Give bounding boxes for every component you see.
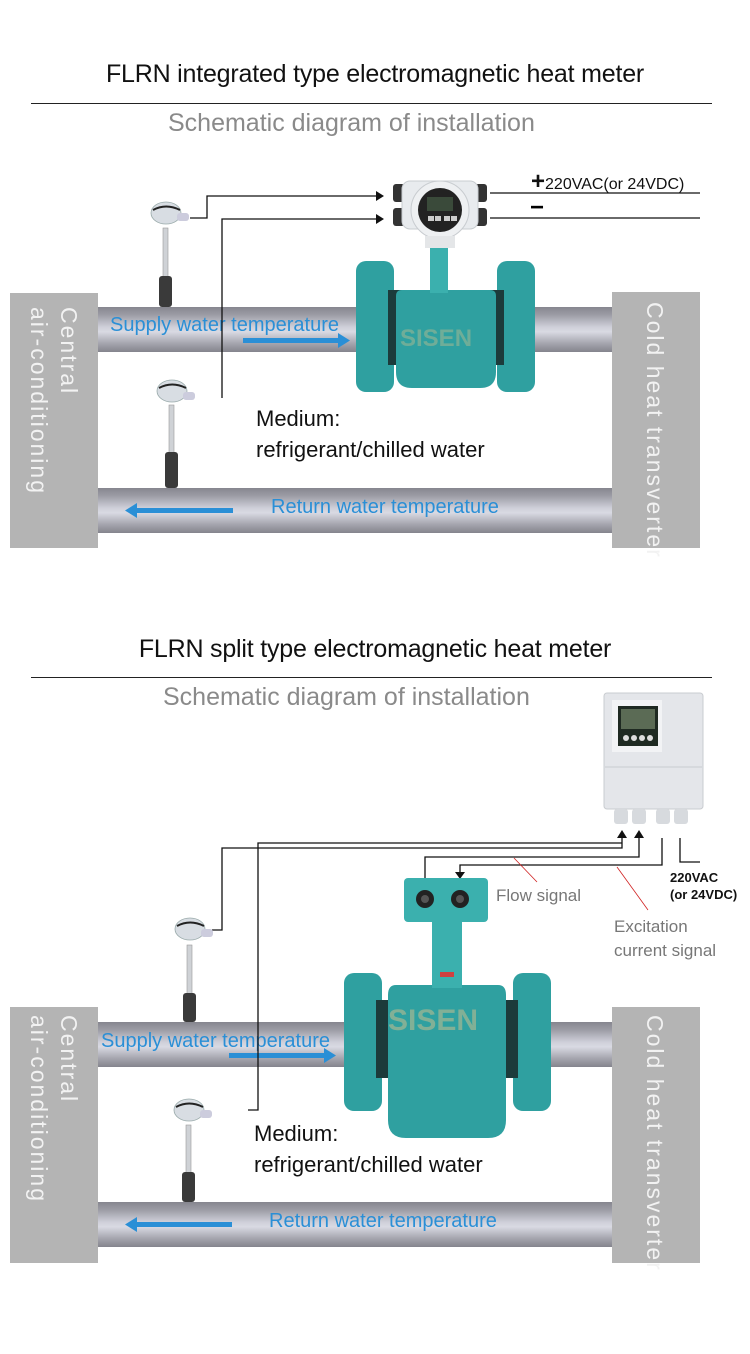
excitation-signal-label: Excitation current signal bbox=[614, 915, 716, 963]
watermark-2: SISEN bbox=[388, 1004, 478, 1037]
medium-label: Medium: refrigerant/chilled water bbox=[256, 403, 485, 465]
medium-title-2: Medium: bbox=[254, 1121, 339, 1146]
supply-water-label-2: Supply water temperature bbox=[101, 1030, 331, 1052]
wire-arrow-1 bbox=[376, 191, 384, 201]
signal-wires-2 bbox=[212, 838, 700, 1111]
temperature-sensor-return bbox=[156, 379, 195, 488]
section1-diagram: SISEN bbox=[125, 180, 700, 518]
central-ac-label-2: Central air-conditioning bbox=[26, 1015, 82, 1203]
wire-arrow-a bbox=[617, 830, 627, 838]
temperature-sensor-return-2 bbox=[173, 1098, 212, 1202]
integrated-heat-meter bbox=[356, 180, 535, 392]
medium-label-2: Medium: refrigerant/chilled water bbox=[254, 1118, 483, 1180]
central-ac-label: Central air-conditioning bbox=[26, 307, 82, 495]
wire-arrow-c bbox=[455, 872, 465, 879]
split-flow-sensor bbox=[344, 878, 551, 1138]
supply-flow-arrow bbox=[243, 333, 350, 348]
medium-title: Medium: bbox=[256, 406, 341, 431]
minus-icon: − bbox=[530, 194, 545, 221]
power-label: +220VAC(or 24VDC) bbox=[531, 168, 684, 196]
temperature-sensor-supply-2 bbox=[174, 917, 213, 1022]
return-flow-arrow-2 bbox=[125, 1217, 232, 1232]
flow-signal-label: Flow signal bbox=[496, 886, 582, 905]
power-value: 220VAC(or 24VDC) bbox=[545, 176, 685, 193]
return-water-label-2: Return water temperature bbox=[269, 1210, 497, 1232]
signal-wires bbox=[190, 192, 700, 398]
wire-arrow-2 bbox=[376, 214, 384, 224]
split-converter bbox=[603, 692, 704, 824]
wire-arrow-b bbox=[634, 830, 644, 838]
flow-signal-leader bbox=[513, 857, 538, 883]
watermark-1: SISEN bbox=[400, 325, 472, 352]
cold-heat-transverter-block-2: Cold heat transverter bbox=[612, 1007, 700, 1272]
excitation-leader bbox=[616, 866, 649, 911]
section1-divider bbox=[31, 103, 712, 104]
medium-value-2: refrigerant/chilled water bbox=[254, 1152, 483, 1177]
section2-subtitle: Schematic diagram of installation bbox=[163, 683, 530, 711]
supply-flow-arrow-2 bbox=[229, 1048, 336, 1063]
section2-divider bbox=[31, 677, 712, 678]
cold-heat-transverter-label: Cold heat transverter bbox=[642, 302, 668, 559]
section1-subtitle: Schematic diagram of installation bbox=[168, 109, 535, 137]
temperature-sensor-supply bbox=[150, 201, 189, 307]
plus-icon: + bbox=[531, 168, 546, 195]
cold-heat-transverter-label-2: Cold heat transverter bbox=[642, 1015, 668, 1272]
section1-title: FLRN integrated type electromagnetic hea… bbox=[105, 60, 645, 88]
excitation-line1: Excitation bbox=[614, 917, 688, 936]
section2-title: FLRN split type electromagnetic heat met… bbox=[138, 635, 612, 663]
power-line1: 220VAC bbox=[670, 870, 719, 885]
central-ac-block-2: Central air-conditioning bbox=[10, 1007, 98, 1263]
supply-water-label: Supply water temperature bbox=[110, 314, 340, 336]
central-ac-block: Central air-conditioning bbox=[10, 293, 98, 548]
power-line2: (or 24VDC) bbox=[670, 887, 738, 902]
power-label-2: 220VAC (or 24VDC) bbox=[670, 869, 737, 903]
return-flow-arrow bbox=[125, 503, 233, 518]
excitation-line2: current signal bbox=[614, 941, 717, 960]
medium-value: refrigerant/chilled water bbox=[256, 437, 485, 462]
return-water-label: Return water temperature bbox=[271, 496, 499, 518]
cold-heat-transverter-block: Cold heat transverter bbox=[612, 292, 700, 559]
